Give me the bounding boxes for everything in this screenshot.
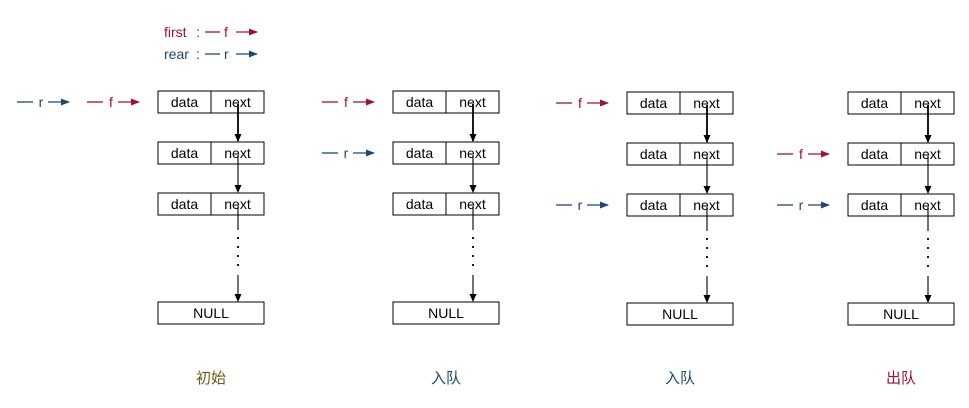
legend-rear-sep: :	[196, 46, 200, 62]
legend-first-name: first	[164, 24, 187, 40]
node-next-label: next	[693, 146, 720, 162]
rear-pointer-label: r	[578, 197, 583, 213]
first-pointer: f	[87, 94, 140, 110]
node-next-label: next	[224, 145, 251, 161]
first-pointer-label: f	[799, 146, 803, 162]
node-next-label: next	[459, 94, 486, 110]
legend-first: first : f	[164, 24, 258, 40]
legend-first-sep: :	[196, 24, 200, 40]
first-pointer-label: f	[578, 95, 582, 111]
node-next-label: next	[693, 95, 720, 111]
list-node: data next	[847, 193, 955, 217]
state-caption: 出队	[886, 369, 916, 387]
node-next-label: next	[224, 94, 251, 110]
list-node: data next	[392, 192, 500, 216]
node-data-label: data	[171, 94, 198, 110]
list-node: data next	[626, 91, 734, 115]
legend-first-letter: f	[224, 24, 228, 40]
null-box	[626, 302, 734, 326]
list-node: data next	[157, 192, 265, 216]
list-node: data next	[626, 142, 734, 166]
list-node: data next	[157, 90, 265, 114]
node-data-label: data	[861, 197, 888, 213]
null-label: NULL	[428, 305, 464, 321]
rear-pointer: r	[777, 197, 830, 213]
node-data-label: data	[861, 95, 888, 111]
node-next-label: next	[224, 196, 251, 212]
node-data-label: data	[861, 146, 888, 162]
node-next-label: next	[693, 197, 720, 213]
list-node: data next	[392, 141, 500, 165]
rear-pointer-label: r	[39, 94, 44, 110]
node-next-label: next	[459, 145, 486, 161]
list-node: data next	[847, 142, 955, 166]
node-data-label: data	[640, 95, 667, 111]
node-data-label: data	[640, 197, 667, 213]
node-data-label: data	[171, 196, 198, 212]
legend-rear: rear : r	[164, 46, 258, 62]
first-pointer: f	[322, 94, 375, 110]
state-caption: 入队	[665, 369, 695, 387]
node-next-label: next	[459, 196, 486, 212]
list-node: data next	[626, 193, 734, 217]
node-data-label: data	[406, 145, 433, 161]
node-data-label: data	[406, 196, 433, 212]
rear-pointer: r	[17, 94, 70, 110]
null-box	[847, 302, 955, 326]
list-node: data next	[392, 90, 500, 114]
first-pointer-label: f	[344, 94, 348, 110]
state-caption: 入队	[431, 369, 461, 387]
null-label: NULL	[193, 305, 229, 321]
legend-rear-letter: r	[224, 46, 229, 62]
node-data-label: data	[640, 146, 667, 162]
list-node: data next	[847, 91, 955, 115]
null-label: NULL	[883, 306, 919, 322]
null-box	[392, 301, 500, 325]
node-data-label: data	[406, 94, 433, 110]
null-box	[157, 301, 265, 325]
rear-pointer: r	[556, 197, 609, 213]
list-node: data next	[157, 141, 265, 165]
node-next-label: next	[914, 95, 941, 111]
state-caption: 初始	[196, 369, 226, 387]
first-pointer: f	[556, 95, 609, 111]
rear-pointer-label: r	[799, 197, 804, 213]
legend-rear-name: rear	[164, 46, 189, 62]
first-pointer: f	[777, 146, 830, 162]
rear-pointer: r	[322, 145, 375, 161]
first-pointer-label: f	[109, 94, 113, 110]
node-next-label: next	[914, 197, 941, 213]
rear-pointer-label: r	[344, 145, 349, 161]
node-next-label: next	[914, 146, 941, 162]
node-data-label: data	[171, 145, 198, 161]
legend: first : f rear : r	[164, 24, 258, 62]
null-label: NULL	[662, 306, 698, 322]
